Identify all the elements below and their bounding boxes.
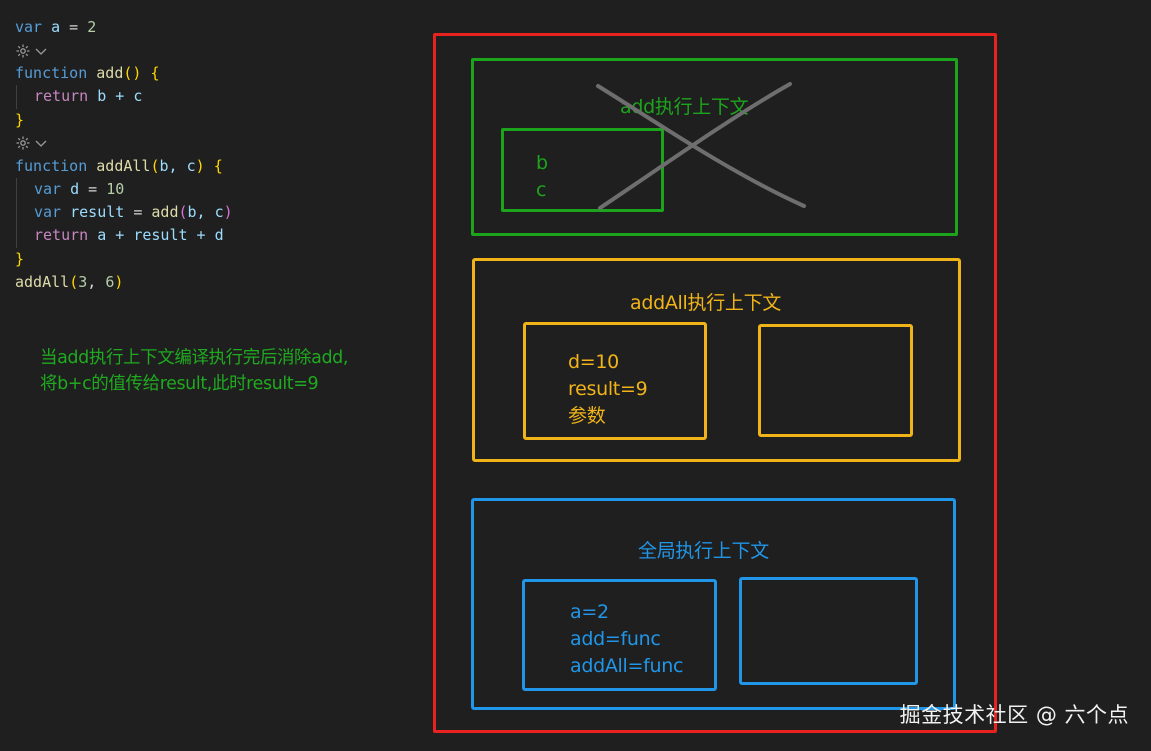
code-line: var d = 10 <box>15 177 233 202</box>
addall-context-title: addAll执行上下文 <box>630 292 782 314</box>
code-params: b, c <box>159 156 196 175</box>
addall-context-variables: d=10 result=9 参数 <box>568 349 648 430</box>
code-line: } <box>15 248 233 271</box>
code-bracket: ) <box>223 203 233 222</box>
code-bracket: } <box>15 249 25 268</box>
code-lens-icon[interactable] <box>15 43 31 59</box>
code-operator: = <box>124 203 152 222</box>
chevron-down-icon[interactable] <box>34 136 48 150</box>
code-args: b, c <box>187 203 224 222</box>
add-context-title: add执行上下文 <box>620 96 749 118</box>
code-identifier: a <box>51 18 61 36</box>
variable-entry: b <box>536 152 548 174</box>
code-bracket: ( <box>69 272 79 291</box>
code-bracket: { <box>150 64 160 83</box>
code-keyword: return <box>34 87 89 106</box>
code-line: addAll(3, 6) <box>15 271 233 294</box>
global-context-title: 全局执行上下文 <box>638 540 769 562</box>
code-bracket: ( <box>150 156 160 175</box>
code-line: function addAll(b, c) { <box>15 155 233 178</box>
annotation-line: 将b+c的值传给result,此时result=9 <box>40 374 319 394</box>
code-bracket: ( <box>178 203 188 222</box>
global-context-empty-box <box>739 577 918 685</box>
code-bracket: () <box>123 64 142 83</box>
code-keyword: function <box>15 156 88 175</box>
add-context-variables-box <box>501 128 664 212</box>
code-line: var a = 2 <box>15 16 233 39</box>
annotation-note: 当add执行上下文编译执行完后消除add, 将b+c的值传给result,此时r… <box>40 345 348 397</box>
code-keyword: var <box>15 18 43 36</box>
code-keyword: var <box>34 179 62 198</box>
variable-entry: d=10 <box>568 351 619 373</box>
code-expression: b + c <box>97 87 143 106</box>
code-number: 3 <box>78 272 88 291</box>
code-function-name: add <box>96 64 124 83</box>
code-keyword: function <box>15 64 88 83</box>
add-context-box <box>471 58 958 236</box>
addall-context-empty-box <box>758 324 913 437</box>
watermark: 掘金技术社区 @ 六个点 <box>899 703 1129 727</box>
code-bracket: } <box>15 110 25 129</box>
code-bracket: ) <box>195 156 205 175</box>
variable-entry: 参数 <box>568 405 606 427</box>
code-function-call: addAll <box>15 272 70 291</box>
code-identifier: result <box>70 203 125 222</box>
code-function-name: addAll <box>96 156 151 175</box>
variable-entry: addAll=func <box>570 655 684 677</box>
addall-context-box <box>472 258 961 462</box>
variable-entry: add=func <box>570 628 661 650</box>
global-context-variables: a=2 add=func addAll=func <box>570 599 683 680</box>
code-line: function add() { <box>15 62 233 85</box>
code-number: 6 <box>105 272 115 291</box>
global-context-variables-box <box>522 579 717 691</box>
variable-entry: c <box>536 179 547 201</box>
addall-context-variables-box <box>523 322 707 440</box>
code-number: 10 <box>106 179 125 198</box>
code-function-call: add <box>151 203 179 222</box>
code-bracket: ) <box>114 272 124 291</box>
code-line: var result = add(b, c) <box>15 201 233 225</box>
chevron-down-icon[interactable] <box>34 44 48 58</box>
code-keyword: var <box>34 203 62 222</box>
code-expression: a + result + d <box>97 226 224 245</box>
code-line: return b + c <box>15 85 233 109</box>
code-number: 2 <box>87 18 97 36</box>
code-editor: var a = 2 function add() { return b + c … <box>15 16 233 294</box>
strikethrough-cross-icon <box>596 82 806 210</box>
code-lens-icon[interactable] <box>15 135 31 151</box>
code-operator: = <box>79 179 107 198</box>
global-context-box <box>471 498 956 710</box>
add-context-variables: b c <box>536 150 548 204</box>
variable-entry: result=9 <box>568 378 648 400</box>
code-bracket: { <box>213 156 223 175</box>
variable-entry: a=2 <box>570 601 609 623</box>
code-line: } <box>15 109 233 132</box>
call-stack-box <box>433 33 997 733</box>
code-separator: , <box>87 272 106 291</box>
code-operator: = <box>60 18 88 36</box>
code-keyword: return <box>34 226 89 245</box>
annotation-line: 当add执行上下文编译执行完后消除add, <box>40 348 349 368</box>
code-identifier: d <box>70 179 80 198</box>
code-line: return a + result + d <box>15 224 233 248</box>
code-lens[interactable] <box>15 39 233 62</box>
code-lens[interactable] <box>15 132 233 155</box>
